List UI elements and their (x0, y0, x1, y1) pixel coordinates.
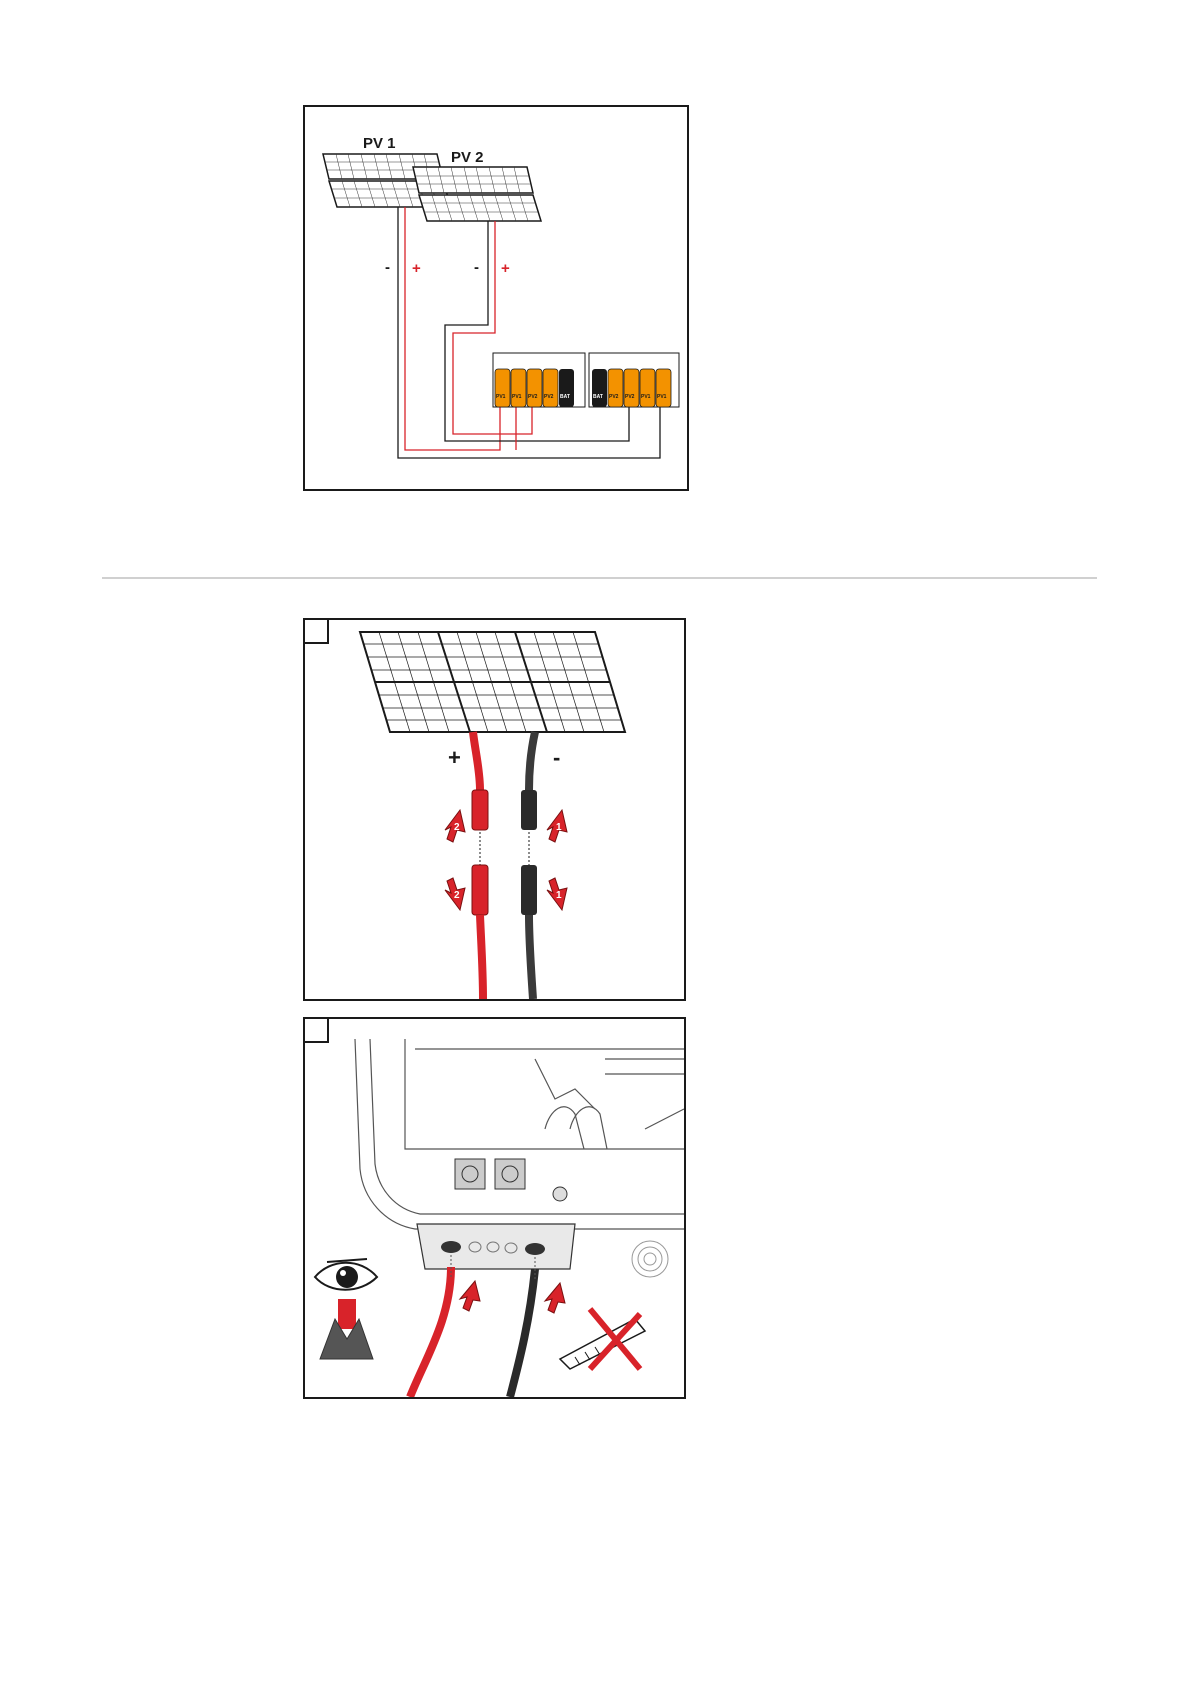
minus-label: - (553, 745, 560, 770)
terminal-left-2: PV1 (512, 394, 522, 400)
wiring-cables (398, 207, 660, 458)
negative-cable-top (529, 732, 535, 790)
positive-connector-upper (472, 790, 488, 830)
insert-arrow-negative-icon (545, 1283, 565, 1313)
negative-cable-bottom (529, 915, 533, 999)
pv2-negative-cable (445, 221, 629, 441)
solar-panel-icon (360, 632, 625, 732)
terminal-left-3: PV2 (528, 394, 538, 400)
pv1-minus-label: - (385, 259, 390, 276)
pv2-label: PV 2 (451, 149, 484, 166)
positive-connector-lower (472, 865, 488, 915)
positive-cable-top (473, 732, 480, 790)
arrow-number-2: 1 (556, 822, 562, 833)
inverter-cable-figure (303, 1017, 686, 1399)
negative-connector-upper (521, 790, 537, 830)
pv2-plus-label: + (501, 260, 510, 277)
insert-arrows (460, 1281, 565, 1313)
pv1-negative-cable (398, 207, 660, 458)
connector-step-figure: + - 2 1 2 1 (303, 618, 686, 1001)
direction-arrows (445, 810, 567, 910)
terminal-right-2: PV2 (609, 394, 619, 400)
connector-canvas: + - 2 1 2 1 (305, 620, 684, 999)
terminal-right-3: PV2 (625, 394, 635, 400)
section-divider (102, 577, 1097, 579)
terminal-screws (455, 1159, 567, 1201)
insert-arrow-positive-icon (460, 1281, 480, 1311)
eye-icon (315, 1259, 377, 1290)
pv2-minus-label: - (474, 259, 479, 276)
no-knife-icon (560, 1309, 645, 1369)
negative-connector-lower (521, 865, 537, 915)
positive-cable (410, 1267, 451, 1397)
arrow-number-4: 1 (556, 890, 562, 901)
cable-gland-plate (417, 1224, 575, 1269)
pv-wiring-diagram: PV 1 PV 2 - + - + (303, 105, 689, 491)
terminal-left-4: PV2 (544, 394, 554, 400)
wiring-diagram-canvas: PV 1 PV 2 - + - + (305, 107, 687, 489)
terminal-left-5: BAT (560, 394, 570, 400)
arrow-number-3: 2 (454, 890, 460, 901)
inverter-canvas (305, 1019, 684, 1397)
cable-end-inspection-icon (320, 1299, 373, 1359)
terminal-right-1: BAT (593, 394, 603, 400)
terminal-block-left (493, 353, 585, 407)
pv1-plus-label: + (412, 260, 421, 277)
terminal-right-5: PV1 (657, 394, 667, 400)
terminal-left-1: PV1 (496, 394, 506, 400)
negative-cable (510, 1269, 535, 1397)
arrow-numbers: 2 1 2 1 (454, 822, 562, 901)
terminal-right-4: PV1 (641, 394, 651, 400)
pv1-label: PV 1 (363, 135, 396, 152)
arrow-number-1: 2 (454, 822, 460, 833)
plus-label: + (448, 745, 461, 770)
positive-cable-bottom (480, 915, 483, 999)
housing-grille (632, 1241, 668, 1277)
inverter-housing (355, 1039, 684, 1229)
